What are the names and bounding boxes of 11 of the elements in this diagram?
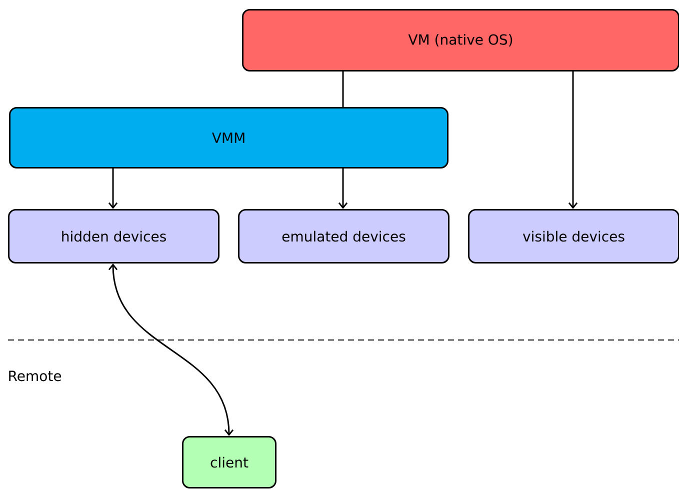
device-box: emulated devices	[238, 209, 450, 264]
device-box: visible devices	[468, 209, 679, 264]
device-box: VMM	[9, 107, 448, 168]
arrow	[568, 72, 578, 209]
arrow	[338, 168, 348, 209]
arrow	[108, 168, 118, 209]
device-box: VM (native OS)	[242, 9, 679, 72]
region-label: Remote	[9, 370, 62, 382]
device-box: hidden devices	[8, 209, 220, 264]
device-box: client	[182, 436, 276, 488]
arrow	[108, 264, 234, 436]
